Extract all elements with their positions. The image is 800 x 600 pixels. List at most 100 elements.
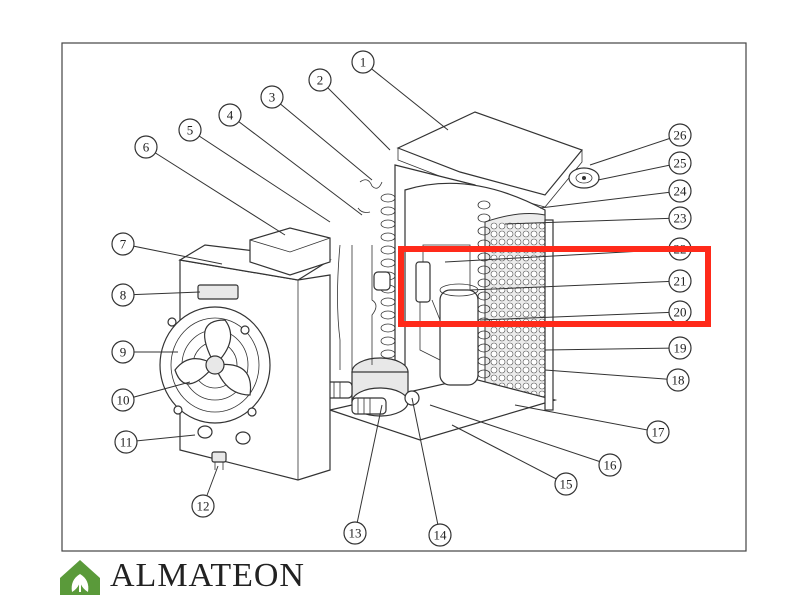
temperature-sensor-cap: [568, 167, 600, 189]
callout-circle: [343, 521, 367, 545]
pipe-left: [337, 244, 341, 370]
callout-circle: [111, 340, 135, 364]
top-cover: [396, 111, 584, 196]
callout-label: 19: [674, 341, 687, 356]
callout-2: 2: [308, 68, 332, 92]
callout-3: 3: [260, 85, 284, 109]
callout-circle: [668, 206, 692, 230]
callout-circle: [668, 151, 692, 175]
callout-25: 25: [668, 151, 692, 175]
leader-15: [451, 424, 567, 485]
leader-16: [429, 404, 611, 466]
callout-5: 5: [178, 118, 202, 142]
leader-4: [229, 114, 363, 216]
callout-circle: [668, 269, 692, 293]
compressor: [439, 289, 479, 386]
callout-label: 21: [674, 274, 687, 289]
leader-5: [189, 129, 331, 223]
callout-circle: [111, 283, 135, 307]
callout-circle: [178, 118, 202, 142]
callout-label: 15: [560, 477, 573, 492]
callout-circle: [134, 135, 158, 159]
callout-label: 9: [120, 345, 127, 360]
callout-circle: [114, 430, 138, 454]
callout-circle: [351, 50, 375, 74]
callout-circle: [111, 232, 135, 256]
callout-label: 16: [604, 458, 618, 473]
leader-lines: [122, 61, 681, 536]
callout-label: 3: [269, 90, 276, 105]
leader-7: [122, 243, 223, 265]
leader-19: [544, 347, 681, 351]
leader-20: [479, 311, 681, 321]
callout-8: 8: [111, 283, 135, 307]
callout-label: 5: [187, 123, 194, 138]
leader-18: [544, 369, 679, 381]
callout-label: 14: [434, 528, 448, 543]
callout-16: 16: [598, 453, 622, 477]
drain-plug: [211, 451, 227, 470]
electrical-box: [249, 227, 331, 276]
callout-label: 13: [349, 526, 362, 541]
callout-10: 10: [111, 388, 135, 412]
callout-label: 18: [672, 373, 685, 388]
callout-label: 12: [197, 499, 210, 514]
callout-label: 1: [360, 55, 367, 70]
brand: ALMATEON: [104, 556, 305, 596]
callout-circle: [111, 388, 135, 412]
callout-6: 6: [134, 135, 158, 159]
leader-14: [411, 397, 441, 536]
brand-name: ALMATEON: [110, 557, 305, 594]
valve: [415, 261, 431, 303]
highlight-box: [398, 246, 711, 327]
callout-label: 6: [143, 140, 150, 155]
leader-1: [362, 61, 449, 131]
callout-19: 19: [668, 336, 692, 360]
callout-14: 14: [428, 523, 452, 547]
callout-13: 13: [343, 521, 367, 545]
callout-circle: [668, 179, 692, 203]
callout-17: 17: [646, 420, 670, 444]
brand-house-icon: [60, 560, 100, 595]
callout-9: 9: [111, 340, 135, 364]
callout-1: 1: [351, 50, 375, 74]
leader-6: [145, 146, 286, 236]
callout-12: 12: [191, 494, 215, 518]
water-connector-2: [351, 397, 387, 415]
callout-label: 2: [317, 73, 324, 88]
fan-motor: [205, 355, 225, 375]
fan-blades: [174, 319, 252, 396]
callout-circle: [668, 123, 692, 147]
callout-circle: [260, 85, 284, 109]
callout-label: 10: [117, 393, 130, 408]
evaporator-grille: [484, 213, 546, 406]
leader-25: [597, 162, 681, 181]
callout-26: 26: [668, 123, 692, 147]
callout-15: 15: [554, 472, 578, 496]
callout-label: 17: [652, 425, 666, 440]
leader-3: [271, 96, 373, 181]
leader-2: [319, 79, 391, 151]
callout-24: 24: [668, 179, 692, 203]
callout-circle: [668, 336, 692, 360]
callout-label: 24: [674, 184, 688, 199]
leader-21: [469, 280, 681, 291]
controller-display: [197, 284, 239, 300]
side-bracket: [544, 219, 554, 411]
callout-label: 26: [674, 128, 688, 143]
pressure-switch: [359, 179, 383, 189]
main-housing: [321, 111, 600, 441]
callout-label: 20: [674, 305, 687, 320]
leader-8: [122, 291, 201, 296]
callout-11: 11: [114, 430, 138, 454]
leader-23: [504, 217, 681, 225]
fan-panel-assembly: [159, 227, 332, 481]
leader-17: [514, 404, 659, 433]
callout-label: 23: [674, 211, 687, 226]
callout-circle: [428, 523, 452, 547]
callout-circle: [218, 103, 242, 127]
callout-circle: [554, 472, 578, 496]
leader-24: [539, 190, 681, 209]
